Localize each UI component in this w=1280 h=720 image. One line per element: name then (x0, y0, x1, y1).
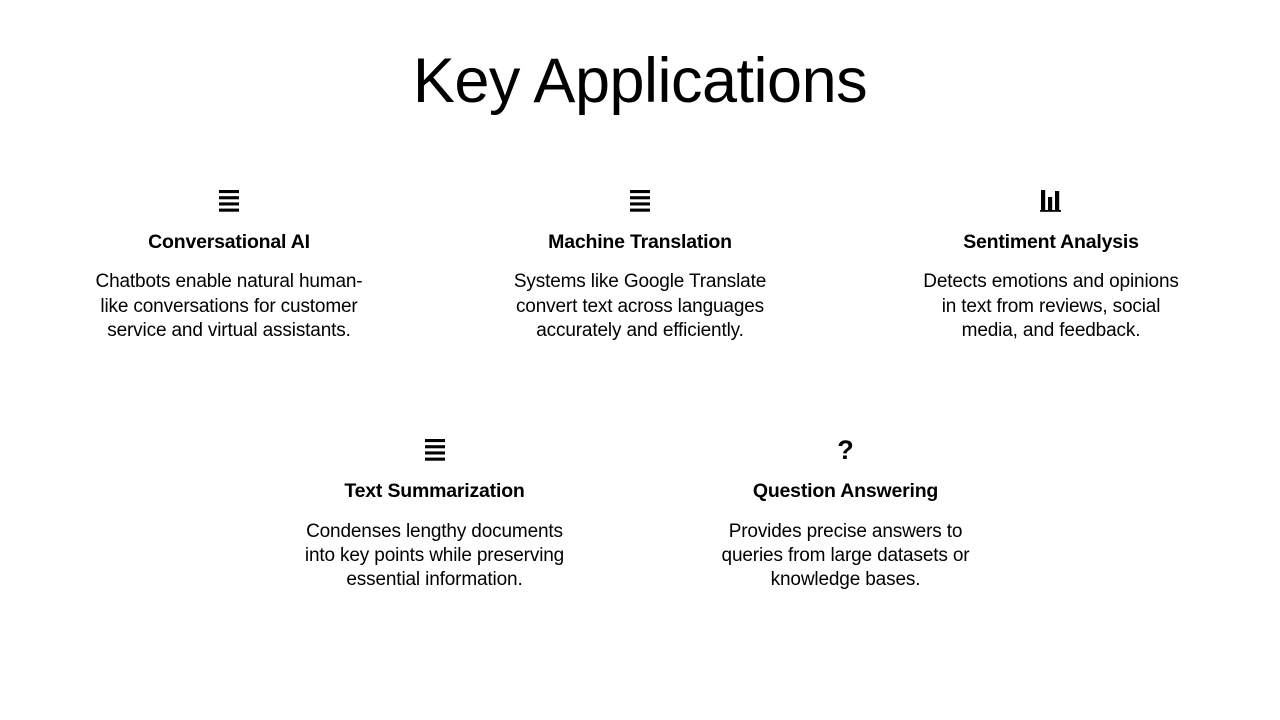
card-icon-container: ? (837, 435, 854, 465)
card-description-line: media, and feedback. (961, 319, 1141, 341)
card-description-line: Chatbots enable natural human- (95, 271, 363, 293)
card-description-line: Systems like Google Translate (513, 271, 767, 293)
card-description-line: into key points while preserving (304, 544, 565, 566)
card-icon-container (629, 186, 651, 216)
card-heading: Conversational AI (148, 231, 310, 253)
card-description-line: knowledge bases. (770, 569, 921, 591)
card-description-line: convert text across languages (515, 295, 765, 317)
application-card: Conversational AI Chatbots enable natural… (24, 186, 435, 343)
question-mark-icon: ? (837, 434, 854, 465)
card-heading: Text Summarization (344, 480, 525, 503)
card-icon-container (218, 186, 240, 216)
list-lines-icon (424, 437, 446, 463)
card-description-line: service and virtual assistants. (107, 319, 351, 341)
page-title: Key Applications (412, 46, 868, 116)
card-description-line: essential information. (346, 569, 523, 591)
card-description: Chatbots enable natural human-like conve… (96, 270, 363, 343)
card-description-line: accurately and efficiently. (536, 319, 744, 341)
card-heading: Sentiment Analysis (963, 231, 1139, 253)
card-description-line: like conversations for customer (100, 295, 358, 317)
card-description-line: Condenses lengthy documents (306, 520, 563, 542)
list-lines-icon (218, 188, 240, 214)
card-row-top: Conversational AI Chatbots enable natural… (0, 186, 1280, 343)
card-heading: Question Answering (752, 480, 939, 503)
card-heading: Machine Translation (548, 231, 732, 253)
card-description-line: Provides precise answers to (728, 520, 963, 542)
card-description-line: Detects emotions and opinions (923, 271, 1179, 293)
card-icon-container (1038, 186, 1064, 216)
application-cards-region: Conversational AI Chatbots enable natural… (0, 186, 1280, 593)
card-description-line: queries from large datasets or (721, 544, 970, 566)
list-lines-icon (629, 188, 651, 214)
card-icon-container (424, 435, 446, 465)
bar-chart-icon (1038, 188, 1064, 214)
card-description-line: in text from reviews, social (941, 295, 1161, 317)
